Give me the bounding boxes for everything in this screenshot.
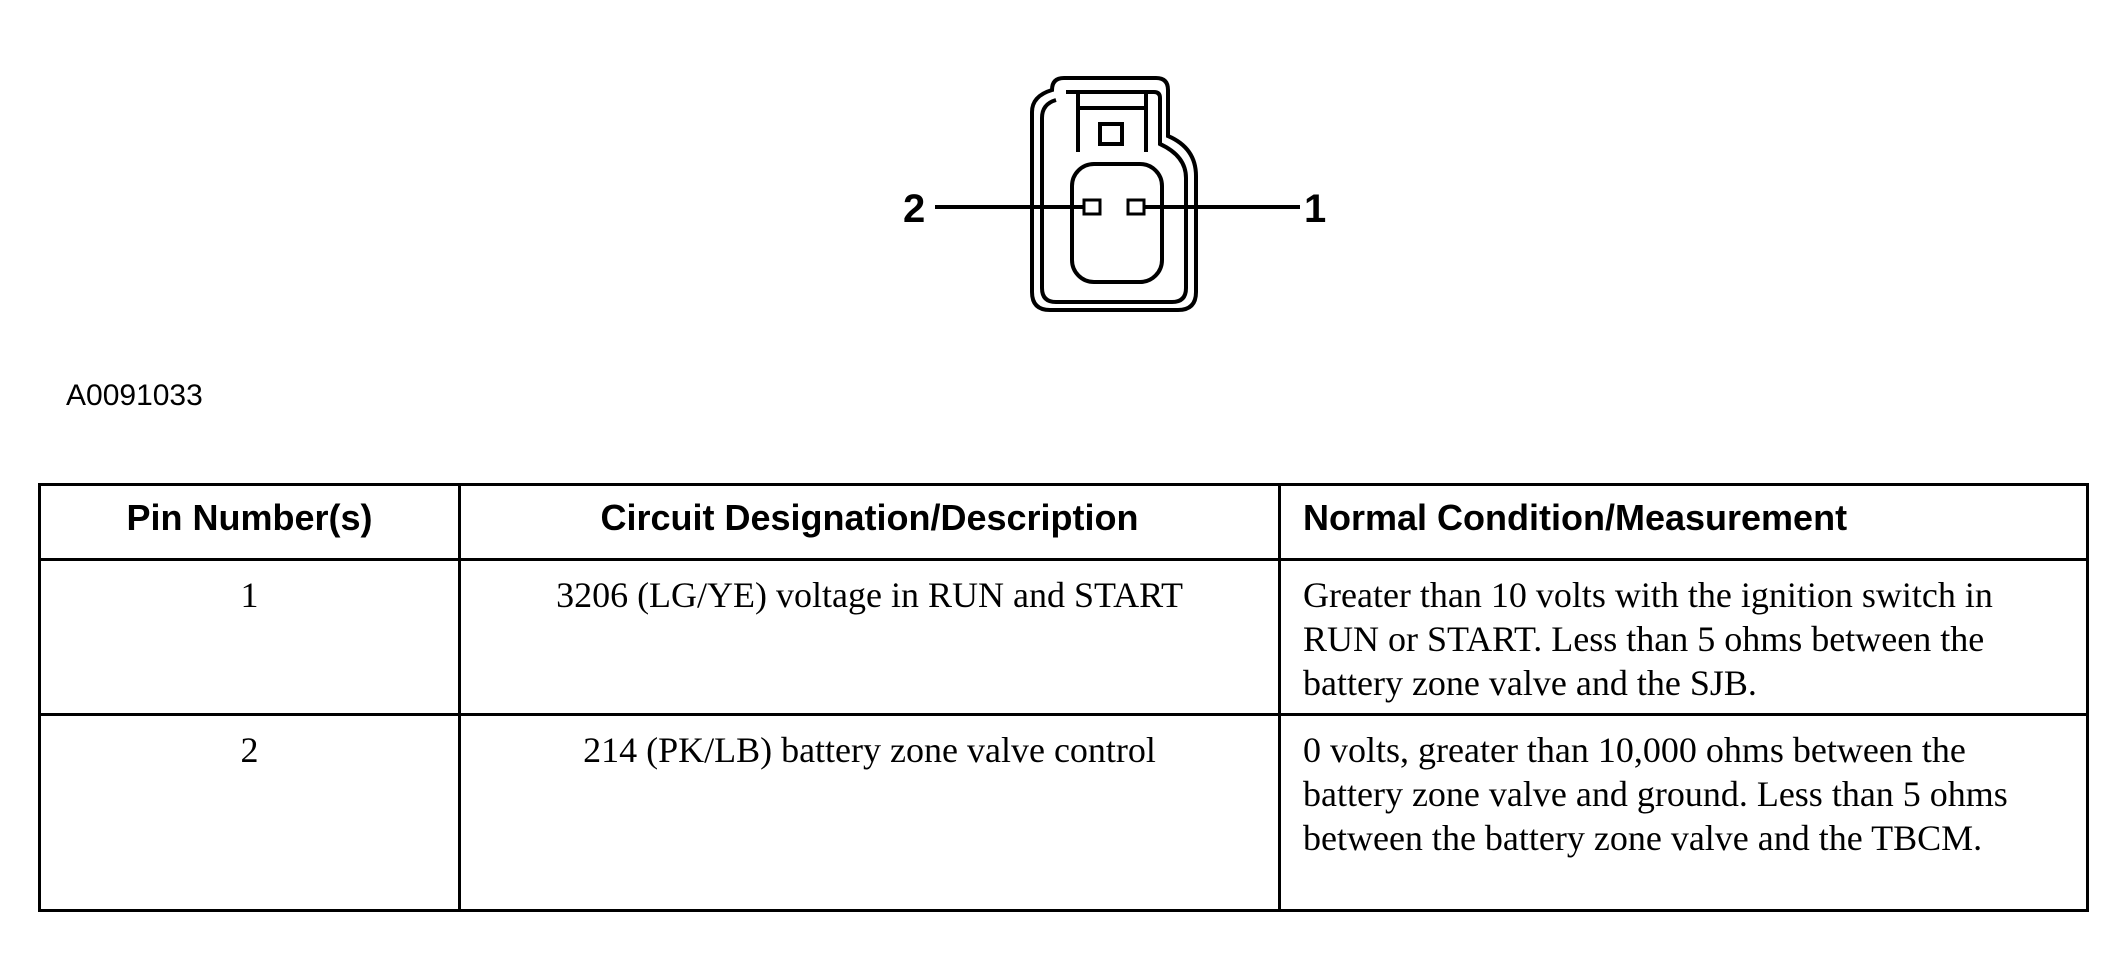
cell-pin: 2 <box>38 713 461 912</box>
header-pin-numbers: Pin Number(s) <box>38 483 461 561</box>
connector-diagram: 2 1 <box>903 76 1326 312</box>
cell-pin: 1 <box>38 558 461 716</box>
table-row: 2 214 (PK/LB) battery zone valve control… <box>38 713 2089 912</box>
header-normal-condition: Normal Condition/Measurement <box>1278 483 2089 561</box>
cell-circuit: 214 (PK/LB) battery zone valve control <box>458 713 1281 912</box>
connector-inner-shell <box>1040 90 1188 304</box>
figure-code: A0091033 <box>66 379 203 412</box>
pin-label-1: 1 <box>1304 187 1326 231</box>
header-circuit-designation: Circuit Designation/Description <box>458 483 1281 561</box>
connector-housing <box>1030 76 1198 312</box>
cell-measurement: Greater than 10 volts with the ignition … <box>1278 558 2089 716</box>
pin-label-2: 2 <box>903 187 925 231</box>
connector-outer-shell <box>1030 76 1198 312</box>
terminal-cavity <box>1070 162 1164 284</box>
cell-circuit: 3206 (LG/YE) voltage in RUN and START <box>458 558 1281 716</box>
connector-latch <box>1076 92 1148 152</box>
terminal-pin-1 <box>1126 198 1146 216</box>
pinout-table: Pin Number(s) Circuit Designation/Descri… <box>38 483 2089 912</box>
terminal-pin-2 <box>1082 198 1102 216</box>
table-header-row: Pin Number(s) Circuit Designation/Descri… <box>38 483 2089 561</box>
table-row: 1 3206 (LG/YE) voltage in RUN and START … <box>38 558 2089 716</box>
cell-measurement: 0 volts, greater than 10,000 ohms betwee… <box>1278 713 2089 912</box>
